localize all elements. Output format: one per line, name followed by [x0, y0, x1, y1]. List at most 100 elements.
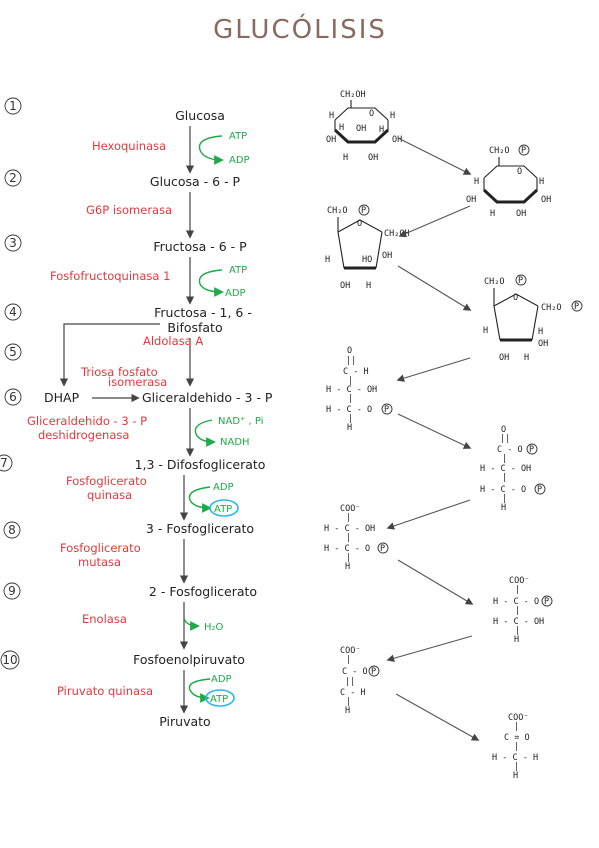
- svg-text:C - H: C - H: [343, 367, 369, 377]
- svg-text:H: H: [514, 635, 519, 645]
- svg-text:|: |: [514, 722, 519, 732]
- svg-text:O: O: [369, 109, 374, 119]
- svg-text:P: P: [574, 302, 579, 312]
- svg-text:3: 3: [9, 236, 17, 250]
- svg-text:P: P: [380, 544, 385, 554]
- svg-text:OH: OH: [516, 209, 526, 219]
- enzyme-pgm-1: Fosfoglicerato: [60, 541, 141, 555]
- svg-text:H: H: [325, 255, 330, 265]
- cofactor-h2o: H₂O: [204, 622, 224, 633]
- svg-text:OH: OH: [499, 353, 509, 363]
- svg-text:C - O: C - O: [342, 667, 368, 677]
- enzyme-pgm-2: mutasa: [78, 555, 121, 569]
- svg-text:COO⁻: COO⁻: [340, 646, 360, 656]
- svg-text:H - C - H: H - C - H: [492, 753, 538, 763]
- svg-text:HO: HO: [362, 255, 372, 265]
- cofactor-atp-7: ATP: [214, 504, 232, 515]
- svg-text:|: |: [514, 742, 519, 752]
- metabolite-glucosa-6p: Glucosa - 6 - P: [150, 174, 241, 189]
- svg-text:O: O: [517, 167, 522, 177]
- page-title: GLUCÓLISIS: [213, 13, 387, 45]
- svg-text:H: H: [379, 125, 384, 135]
- svg-text:H: H: [339, 123, 344, 133]
- svg-text:OH: OH: [356, 124, 366, 134]
- svg-text:4: 4: [9, 305, 17, 319]
- step-number-9: 9: [3, 582, 21, 600]
- enzyme-hexoquinasa: Hexoquinasa: [92, 139, 166, 153]
- svg-text:H: H: [538, 327, 543, 337]
- svg-text:O: O: [513, 293, 518, 303]
- metabolites: Glucosa Glucosa - 6 - P Fructosa - 6 - P…: [44, 108, 273, 729]
- cofactor-adp-10: ADP: [211, 674, 232, 685]
- step-number-1: 1: [4, 97, 22, 115]
- svg-text:H: H: [347, 423, 352, 433]
- svg-text:|: |: [515, 585, 520, 595]
- svg-text:C - H: C - H: [340, 688, 366, 698]
- svg-text:CH₂O: CH₂O: [489, 146, 509, 156]
- enzymes: Hexoquinasa G6P isomerasa Fosfofructoqui…: [27, 139, 203, 698]
- metabolite-glucosa: Glucosa: [175, 108, 225, 123]
- svg-text:P: P: [361, 206, 366, 216]
- metabolite-bifosfato: Bifosfato: [167, 320, 222, 335]
- svg-text:P: P: [518, 276, 523, 286]
- svg-text:|: |: [348, 376, 353, 386]
- metabolite-fructosa-16bp: Fructosa - 1, 6 -: [154, 305, 252, 320]
- metabolite-fosfoenolpiruvato: Fosfoenolpiruvato: [133, 652, 245, 667]
- svg-text:H - C - O: H - C - O: [480, 485, 526, 495]
- enzyme-pgk-2: quinasa: [87, 488, 132, 502]
- structure-fructosa-16bp: CH₂O P O CH₂O P H H OH OH H: [483, 274, 583, 363]
- svg-text:CH₂O: CH₂O: [484, 277, 504, 287]
- svg-text:|: |: [346, 513, 351, 523]
- cofactor-atp-10: ATP: [210, 694, 228, 705]
- svg-text:OH: OH: [466, 195, 476, 205]
- svg-text:P: P: [529, 445, 534, 455]
- cofactor-atp-1: ATP: [229, 131, 247, 142]
- svg-text:CH₂O: CH₂O: [541, 303, 561, 313]
- metabolite-dhap: DHAP: [44, 390, 80, 405]
- pathway-arrows: [59, 126, 195, 714]
- svg-text:H - C - O: H - C - O: [326, 405, 372, 415]
- svg-text:OH: OH: [382, 251, 392, 261]
- enzyme-g6p-isomerasa: G6P isomerasa: [86, 203, 172, 217]
- svg-text:8: 8: [8, 523, 16, 537]
- svg-text:OH: OH: [340, 281, 350, 291]
- svg-text:COO⁻: COO⁻: [340, 504, 360, 514]
- cofactor-adp-3: ADP: [225, 288, 246, 299]
- svg-text:OH: OH: [541, 195, 551, 205]
- svg-text:H: H: [539, 177, 544, 187]
- enzyme-enolasa: Enolasa: [82, 612, 127, 626]
- structures: CH₂OH O H H OH OH H H OH H OH CH₂O P: [324, 90, 583, 781]
- svg-text:||: ||: [500, 434, 510, 444]
- svg-text:H: H: [513, 771, 518, 781]
- svg-text:H - C - O: H - C - O: [324, 544, 370, 554]
- svg-text:|: |: [346, 553, 351, 563]
- svg-text:6: 6: [9, 390, 17, 404]
- structure-piruvato: COO⁻ | C = O | H - C - H | H: [492, 713, 538, 781]
- svg-text:H - C - OH: H - C - OH: [493, 617, 544, 627]
- metabolite-2-fosfoglicerato: 2 - Fosfoglicerato: [149, 584, 257, 599]
- structure-13-difosfoglicerato: O || C - O P | H - C - OH | H - C - O P …: [480, 425, 546, 513]
- metabolite-3-fosfoglicerato: 3 - Fosfoglicerato: [146, 521, 254, 536]
- svg-text:P: P: [521, 146, 526, 156]
- cofactors: ATP ADP ATP ADP NAD⁺ , Pi NADH ADP ATP H…: [183, 131, 263, 707]
- cofactor-nadh: NADH: [220, 437, 250, 448]
- svg-text:|: |: [502, 473, 507, 483]
- svg-text:C - O: C - O: [497, 445, 523, 455]
- svg-text:|: |: [515, 626, 520, 636]
- enzyme-aldolasa: Aldolasa A: [143, 334, 203, 348]
- svg-text:H - C - OH: H - C - OH: [324, 524, 375, 534]
- step-number-3: 3: [4, 234, 22, 252]
- svg-text:|: |: [346, 655, 351, 665]
- svg-text:H: H: [343, 153, 348, 163]
- svg-text:O: O: [357, 219, 362, 229]
- structure-3-fosfoglicerato: COO⁻ | H - C - OH | H - C - O P | H: [324, 504, 389, 572]
- svg-text:COO⁻: COO⁻: [508, 713, 528, 723]
- svg-text:H: H: [345, 562, 350, 572]
- step-number-4: 4: [4, 303, 22, 321]
- svg-text:CH₂O: CH₂O: [327, 206, 347, 216]
- metabolite-fructosa-6p: Fructosa - 6 - P: [153, 239, 247, 254]
- svg-text:O: O: [501, 425, 506, 435]
- structure-fructosa-6p: CH₂O P O CH₂OH H OH HO OH H: [325, 204, 410, 291]
- step-number-7: 7: [0, 454, 13, 472]
